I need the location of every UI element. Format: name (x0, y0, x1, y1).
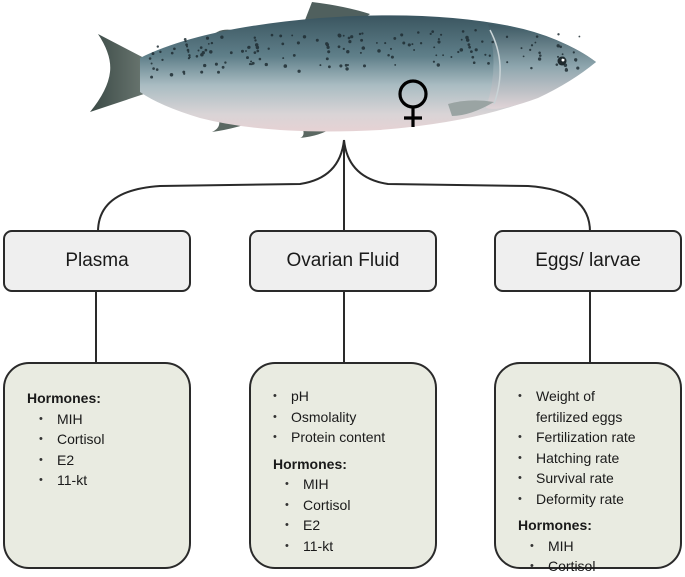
connector-to-plasma (97, 139, 345, 233)
list-item: MIH (285, 474, 425, 495)
list-item: Cortisol (530, 556, 670, 577)
eggs-hormone-list: MIH Cortisol (518, 536, 670, 577)
list-item: Fertilization rate (518, 427, 670, 448)
list-item: MIH (530, 536, 670, 557)
list-item: 11-kt (285, 536, 425, 557)
category-label-ovarian-fluid: Ovarian Fluid (286, 250, 400, 271)
ovarian-hormones-heading: Hormones: (273, 455, 347, 472)
list-item: pH (273, 386, 425, 407)
detail-box-plasma: Hormones: MIH Cortisol E2 11-kt (3, 362, 191, 569)
category-box-ovarian-fluid: Ovarian Fluid (249, 230, 437, 292)
fish-head (486, 24, 596, 109)
list-item: Survival rate (518, 468, 670, 489)
category-label-eggs-larvae: Eggs/ larvae (535, 250, 641, 271)
list-item: Osmolality (273, 407, 425, 428)
list-item: Cortisol (39, 429, 179, 450)
list-item: E2 (39, 450, 179, 471)
tail-fin (90, 34, 150, 112)
plasma-hormones-heading: Hormones: (27, 390, 101, 406)
ovarian-measure-list: pH Osmolality Protein content (273, 386, 425, 448)
list-item: Hatching rate (518, 448, 670, 469)
category-label-plasma: Plasma (65, 250, 129, 271)
list-item: Protein content (273, 427, 425, 448)
pectoral-fin (448, 100, 494, 116)
list-item: Cortisol (285, 495, 425, 516)
list-item: MIH (39, 409, 179, 430)
list-item: Deformity rate (518, 489, 670, 510)
list-item: E2 (285, 515, 425, 536)
eggs-hormones-heading: Hormones: (518, 517, 592, 533)
plasma-hormone-list: MIH Cortisol E2 11-kt (27, 409, 179, 491)
female-symbol (398, 79, 428, 127)
ovarian-hormone-list: MIH Cortisol E2 11-kt (273, 474, 425, 556)
detail-box-ovarian-fluid: pH Osmolality Protein content Hormones: … (249, 362, 437, 569)
category-box-eggs-larvae: Eggs/ larvae (494, 230, 682, 292)
list-item: 11-kt (39, 470, 179, 491)
salmon-illustration (90, 2, 596, 138)
category-box-plasma: Plasma (3, 230, 191, 292)
connector-to-eggs (343, 139, 591, 233)
